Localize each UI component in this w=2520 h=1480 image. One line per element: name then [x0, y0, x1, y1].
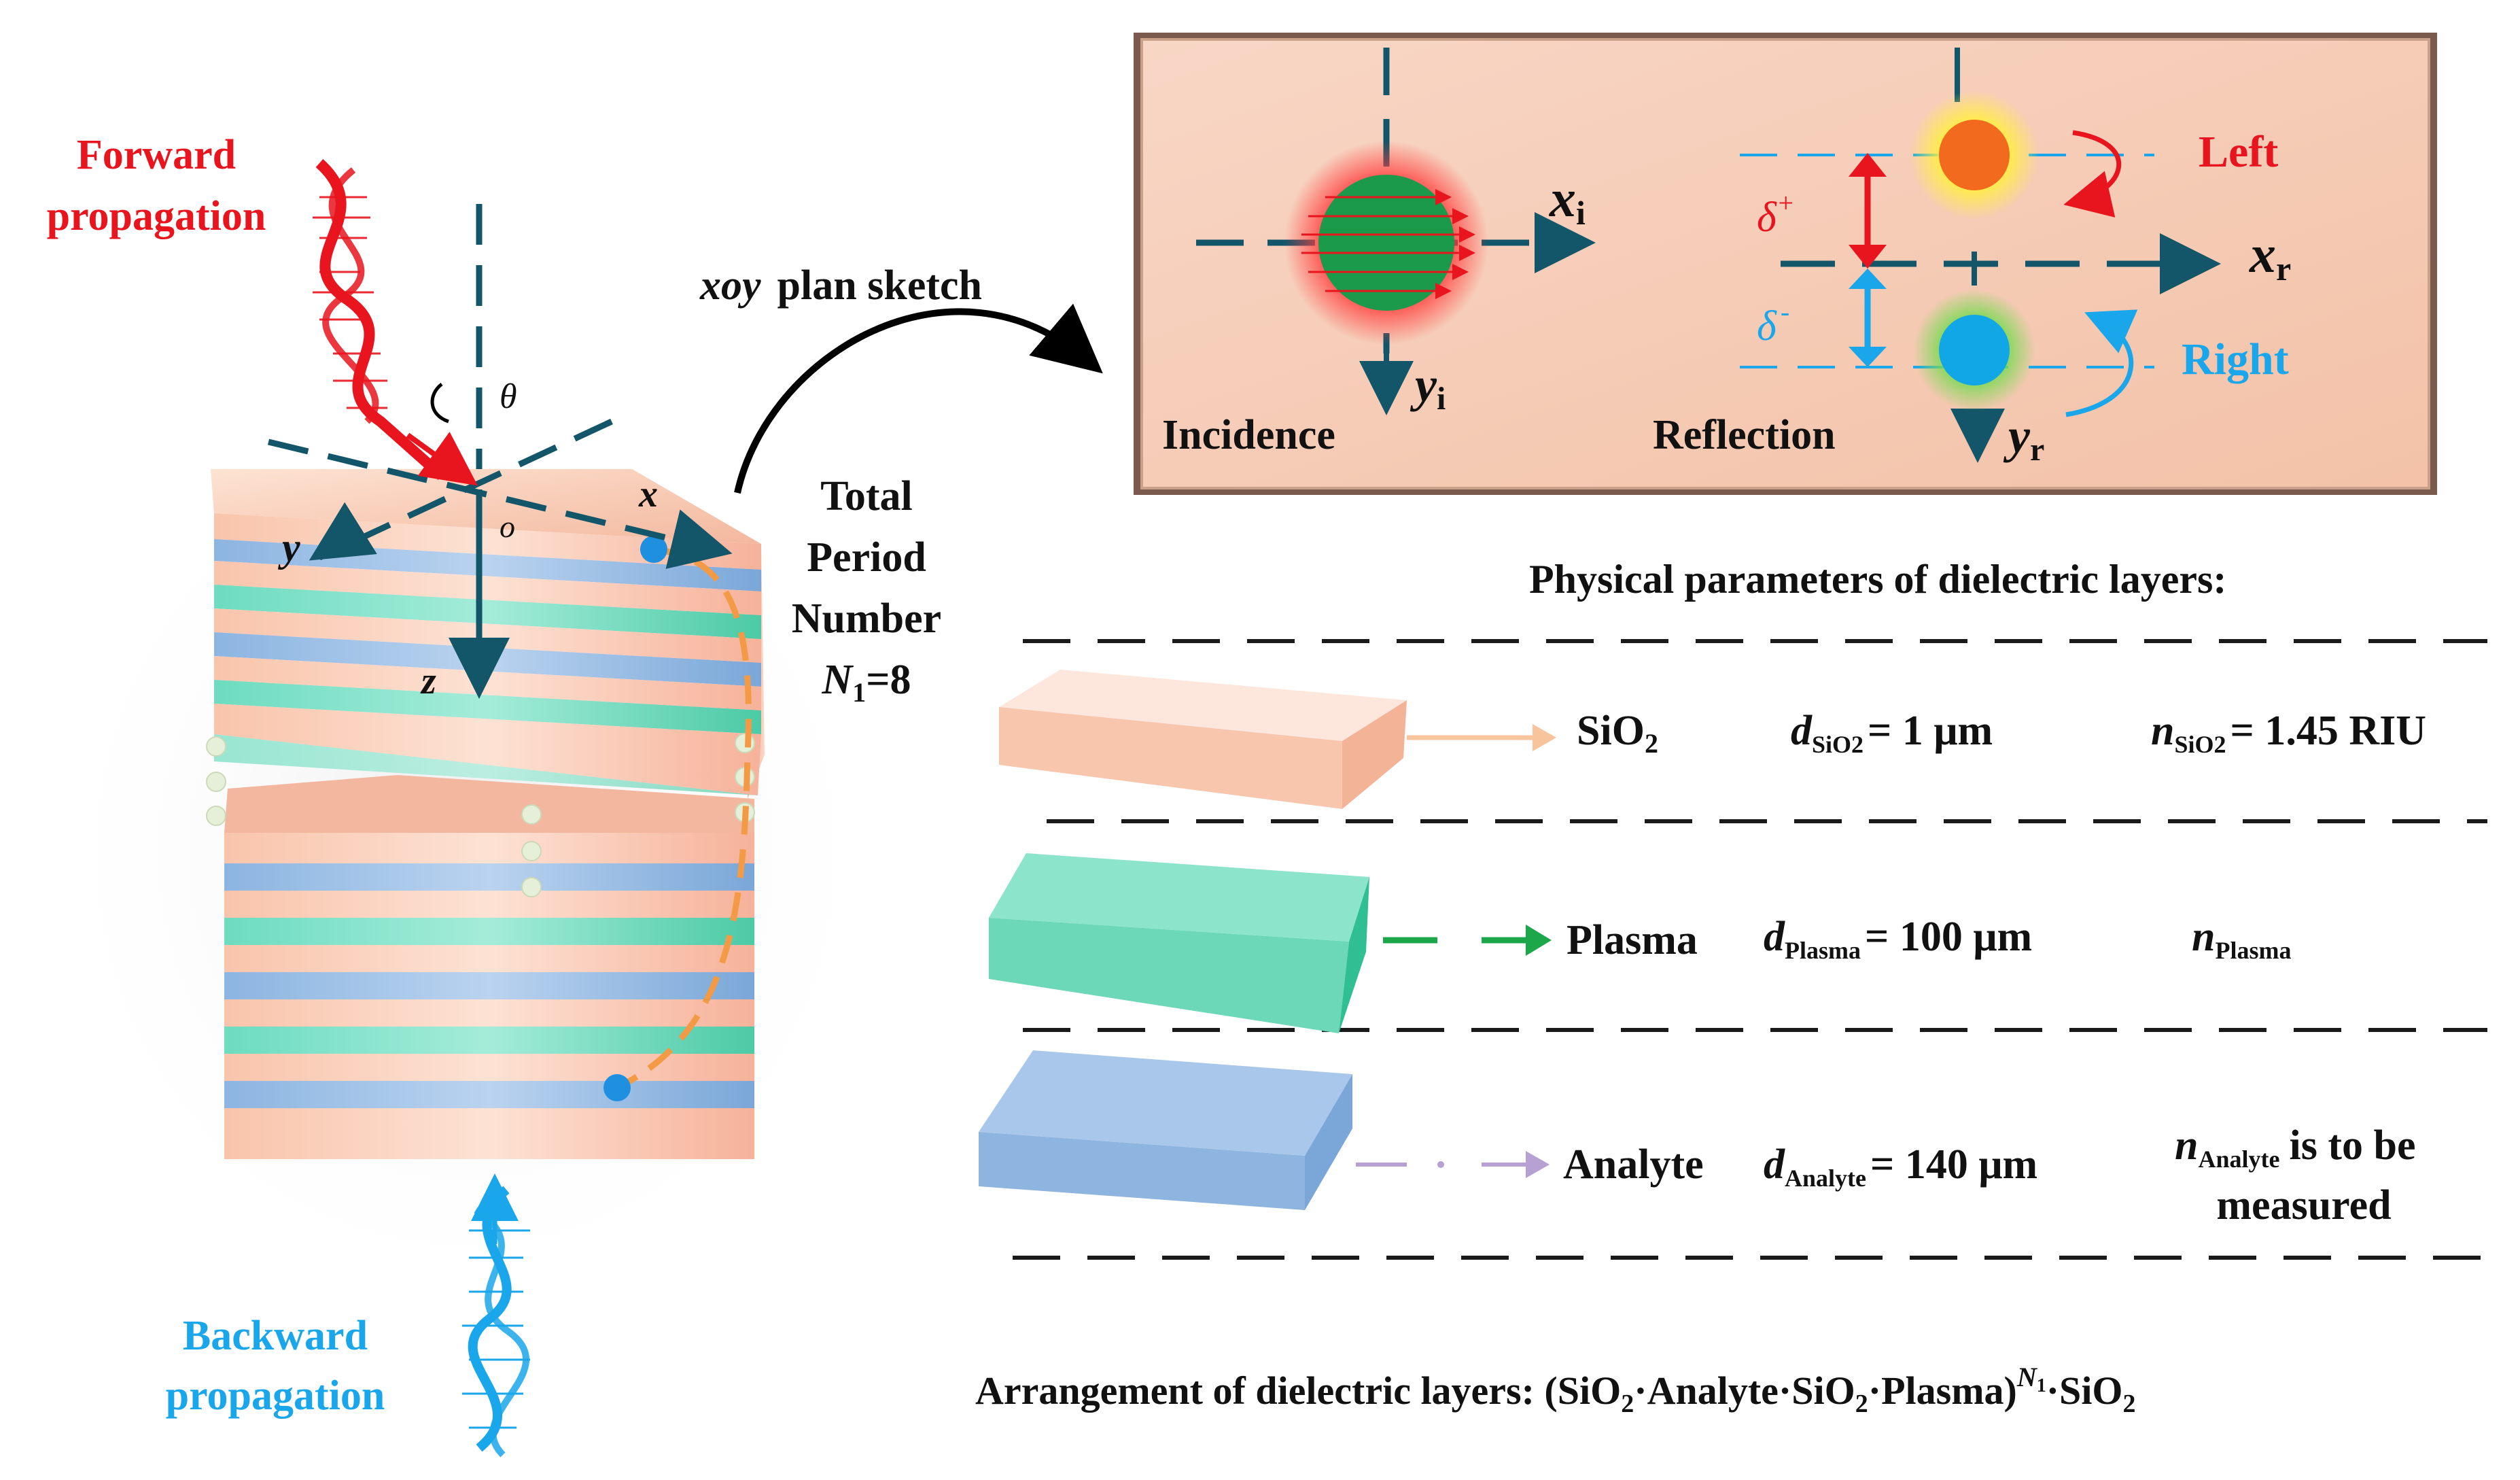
stack-top-face: [211, 469, 761, 544]
left-rotation-icon: [2063, 130, 2121, 218]
z-axis-label: z: [420, 660, 436, 702]
stack-axes: [267, 204, 733, 699]
analyte-slab-icon: [979, 1050, 1352, 1210]
sio2-name: SiO2: [1577, 708, 1658, 759]
backward-label-2: propagation: [166, 1373, 385, 1419]
lower-layers: [224, 833, 754, 1159]
arrangement-formula: Arrangement of dielectric layers: (SiO2·…: [975, 1362, 2136, 1418]
lower-stack: [224, 775, 754, 1159]
plasma-name: Plasma: [1567, 917, 1698, 963]
left-label: Left: [2199, 127, 2278, 177]
analyte-index-cont: measured: [2216, 1182, 2391, 1228]
number-label: Number: [792, 596, 941, 642]
analyte-row-arrow: [1356, 1151, 1550, 1178]
lower-stack-top-face: [224, 775, 754, 833]
incidence-beam: [1318, 175, 1454, 311]
y-axis-arrow: [309, 502, 377, 561]
period-loop: [616, 546, 752, 1091]
xi-label: xi: [1549, 169, 1586, 232]
period-label: Period: [807, 534, 926, 581]
params-heading: Physical parameters of dielectric layers…: [1529, 557, 2226, 602]
right-label: Right: [2182, 334, 2289, 384]
theta-arc: [430, 383, 449, 424]
plasma-row-arrow: [1383, 925, 1552, 956]
delta-plus-label: δ+: [1757, 188, 1795, 241]
sio2-thickness: dSiO2= 1 μm: [1791, 708, 1993, 758]
incidence-field-lines: [1301, 189, 1475, 299]
sio2-index: nSiO2= 1.45 RIU: [2151, 708, 2426, 758]
total-label: Total: [820, 473, 913, 519]
x-axis-label: x: [638, 473, 658, 515]
analyte-name: Analyte: [1563, 1141, 1704, 1188]
plasma-index: nPlasma: [2192, 914, 2291, 964]
x-axis-line: [267, 438, 733, 569]
forward-label-1: Forward: [77, 132, 236, 178]
forward-label-2: propagation: [47, 193, 266, 239]
backward-wave-icon: [462, 1173, 530, 1458]
y-axis-label: y: [278, 525, 300, 570]
sketch-pointer-arrow: [734, 303, 1103, 494]
right-rotation-icon: [2065, 309, 2138, 417]
xr-label: xr: [2249, 224, 2291, 288]
period-count: N1=8: [821, 657, 911, 708]
reflection-label: Reflection: [1653, 412, 1836, 458]
sio2-slab-icon: [999, 670, 1407, 809]
plasma-thickness: dPlasma= 100 μm: [1764, 914, 2032, 964]
origin-label: o: [500, 509, 515, 544]
analyte-thickness: dAnalyte= 140 μm: [1764, 1141, 2037, 1192]
left-beam: [1939, 120, 2010, 190]
backward-label-1: Backward: [183, 1313, 368, 1359]
period-start-dot: [640, 536, 667, 563]
incidence-label: Incidence: [1162, 412, 1335, 458]
theta-label: θ: [500, 377, 517, 416]
table-separators: [1013, 639, 2487, 1260]
upper-stack: [211, 469, 765, 799]
sio2-row-arrow: [1407, 724, 1556, 751]
plasma-slab-icon: [989, 853, 1369, 1033]
delta-minus-label: δ-: [1757, 296, 1789, 349]
forward-wave-icon: [313, 159, 478, 486]
plan-sketch-panel: [1134, 33, 2437, 495]
period-end-dot: [603, 1074, 631, 1101]
right-beam: [1939, 315, 2010, 385]
